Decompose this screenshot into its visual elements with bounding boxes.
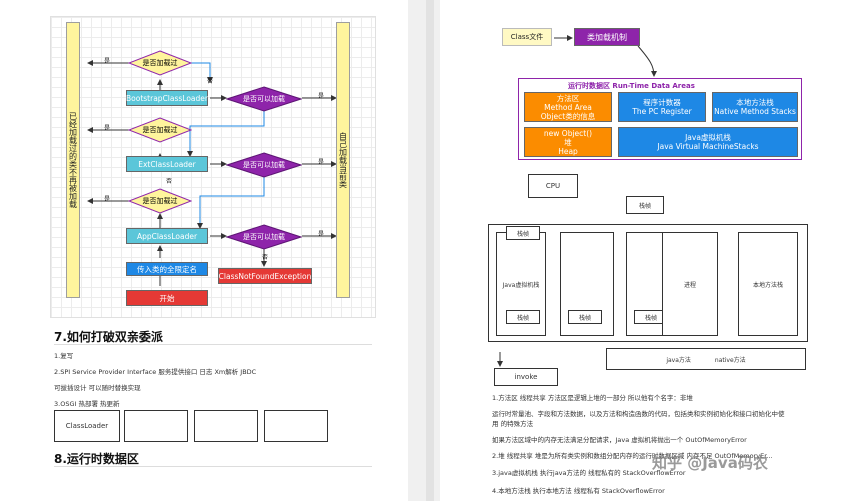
no-label-1: 否 (207, 78, 214, 85)
yes-label-3: 是 (104, 196, 111, 203)
jvm-frame-bottom: 栈帧 (506, 310, 540, 324)
loaded-diamond-1 (128, 50, 192, 76)
runtime-title: 运行时数据区 Run-Time Data Areas (568, 82, 695, 90)
loaded-diamond-2-label: 是否加载过 (142, 126, 178, 134)
start-box: 开始 (126, 290, 208, 306)
yes-label-4: 是 (318, 93, 325, 100)
watermark: 知乎 @Java码农 (652, 454, 768, 472)
frame-col-3: 栈帧 (634, 310, 668, 324)
yes-label-1: 是 (104, 58, 111, 65)
process-col: 进程 (662, 232, 718, 336)
class-not-found-box: ClassNotFoundException (218, 268, 312, 284)
loaded-diamond-3 (128, 188, 192, 214)
empty-box-1 (124, 410, 188, 442)
canload-diamond-1-label: 是否可以加载 (243, 95, 285, 103)
runtime-data-area (518, 78, 802, 160)
canload-diamond-3-label: 是否可以加载 (243, 233, 285, 241)
section8-title: 8.运行时数据区 (54, 452, 139, 466)
divider (54, 344, 372, 345)
note-2: 运行时常量池、字段和方法数据，以及方法和构造函数的代码，包括类和实例初始化和接口… (492, 410, 785, 418)
canload-diamond-2 (226, 152, 302, 178)
section7-title: 7.如何打破双亲委派 (54, 330, 163, 344)
s7-item-3: 可拔插设计 可以随时替换实现 (54, 384, 141, 392)
app-loader: AppClassLoader (126, 228, 208, 244)
right-page: Class文件 类加载机制 运行时数据区 Run-Time Data Areas… (440, 0, 864, 501)
ext-loader: ExtClassLoader (126, 156, 208, 172)
no-label-2: 否 (166, 178, 173, 185)
yes-label-6: 是 (318, 231, 325, 238)
process-box (488, 224, 808, 342)
canload-diamond-2-label: 是否可以加载 (243, 161, 285, 169)
left-bar: 已经加载过的类不再被加载 (66, 22, 80, 298)
class-loader-diagram (50, 16, 376, 318)
frame-col-2: 栈帧 (568, 310, 602, 324)
loaded-diamond-3-label: 是否加载过 (142, 197, 178, 205)
note-1: 1.方法区 线程共享 方法区是逻辑上堆的一部分 所以他有个名字：非堆 (492, 394, 693, 402)
loaded-diamond-2 (128, 117, 192, 143)
class-file-box: Class文件 (502, 28, 552, 46)
class-loading-box: 类加载机制 (574, 28, 640, 46)
classloader-box: ClassLoader (54, 410, 120, 442)
top-frame: 栈帧 (626, 196, 664, 214)
left-page: 已经加载过的类不再被加载 自己加载当前类 是否加载过 是否加载过 是否加载过 B… (0, 0, 408, 501)
s7-item-2: 2.SPI Service Provider Interface 服务提供接口 … (54, 368, 257, 376)
empty-box-3 (264, 410, 328, 442)
s7-item-1: 1.复写 (54, 352, 74, 360)
s7-item-4: 3.OSGI 热部署 热更新 (54, 400, 120, 408)
note-4: 如果方法区域中的内存无法满足分配请求，Java 虚拟机将抛出一个 OutOfMe… (492, 436, 747, 444)
note-6: 3.java虚拟机栈 执行java方法的 线程私有的 StackOverflow… (492, 469, 686, 477)
divider-2 (54, 466, 372, 467)
cpu-box: CPU (528, 174, 578, 198)
no-label-3: 否 (262, 254, 269, 261)
native-stack-col: 本地方法栈 (738, 232, 798, 336)
diagram-arrows (87, 60, 337, 286)
yes-label-2: 是 (104, 125, 111, 132)
right-arrows (497, 35, 657, 367)
invoke-box: invoke (494, 368, 558, 386)
canload-diamond-3 (226, 224, 302, 250)
pass-class-name-box: 传入类的全限定名 (126, 262, 208, 276)
canload-diamond-1 (226, 86, 302, 112)
scrollbar[interactable] (426, 0, 434, 501)
jvm-frame-top: 栈帧 (506, 226, 540, 240)
loaded-diamond-1-label: 是否加载过 (142, 59, 178, 67)
yes-label-5: 是 (318, 159, 325, 166)
note-7: 4.本地方法栈 执行本地方法 线程私有 StackOverflowError (492, 487, 665, 495)
right-bar: 自己加载当前类 (336, 22, 350, 298)
empty-box-2 (194, 410, 258, 442)
bootstrap-loader: BootstrapClassLoader (126, 90, 208, 106)
note-3: 用 的特殊方法 (492, 420, 534, 428)
note-5: 2.堆 线程共享 堆是为所有类实例和数组分配内存的运行时数据区域 内存不足 Ou… (492, 452, 773, 460)
